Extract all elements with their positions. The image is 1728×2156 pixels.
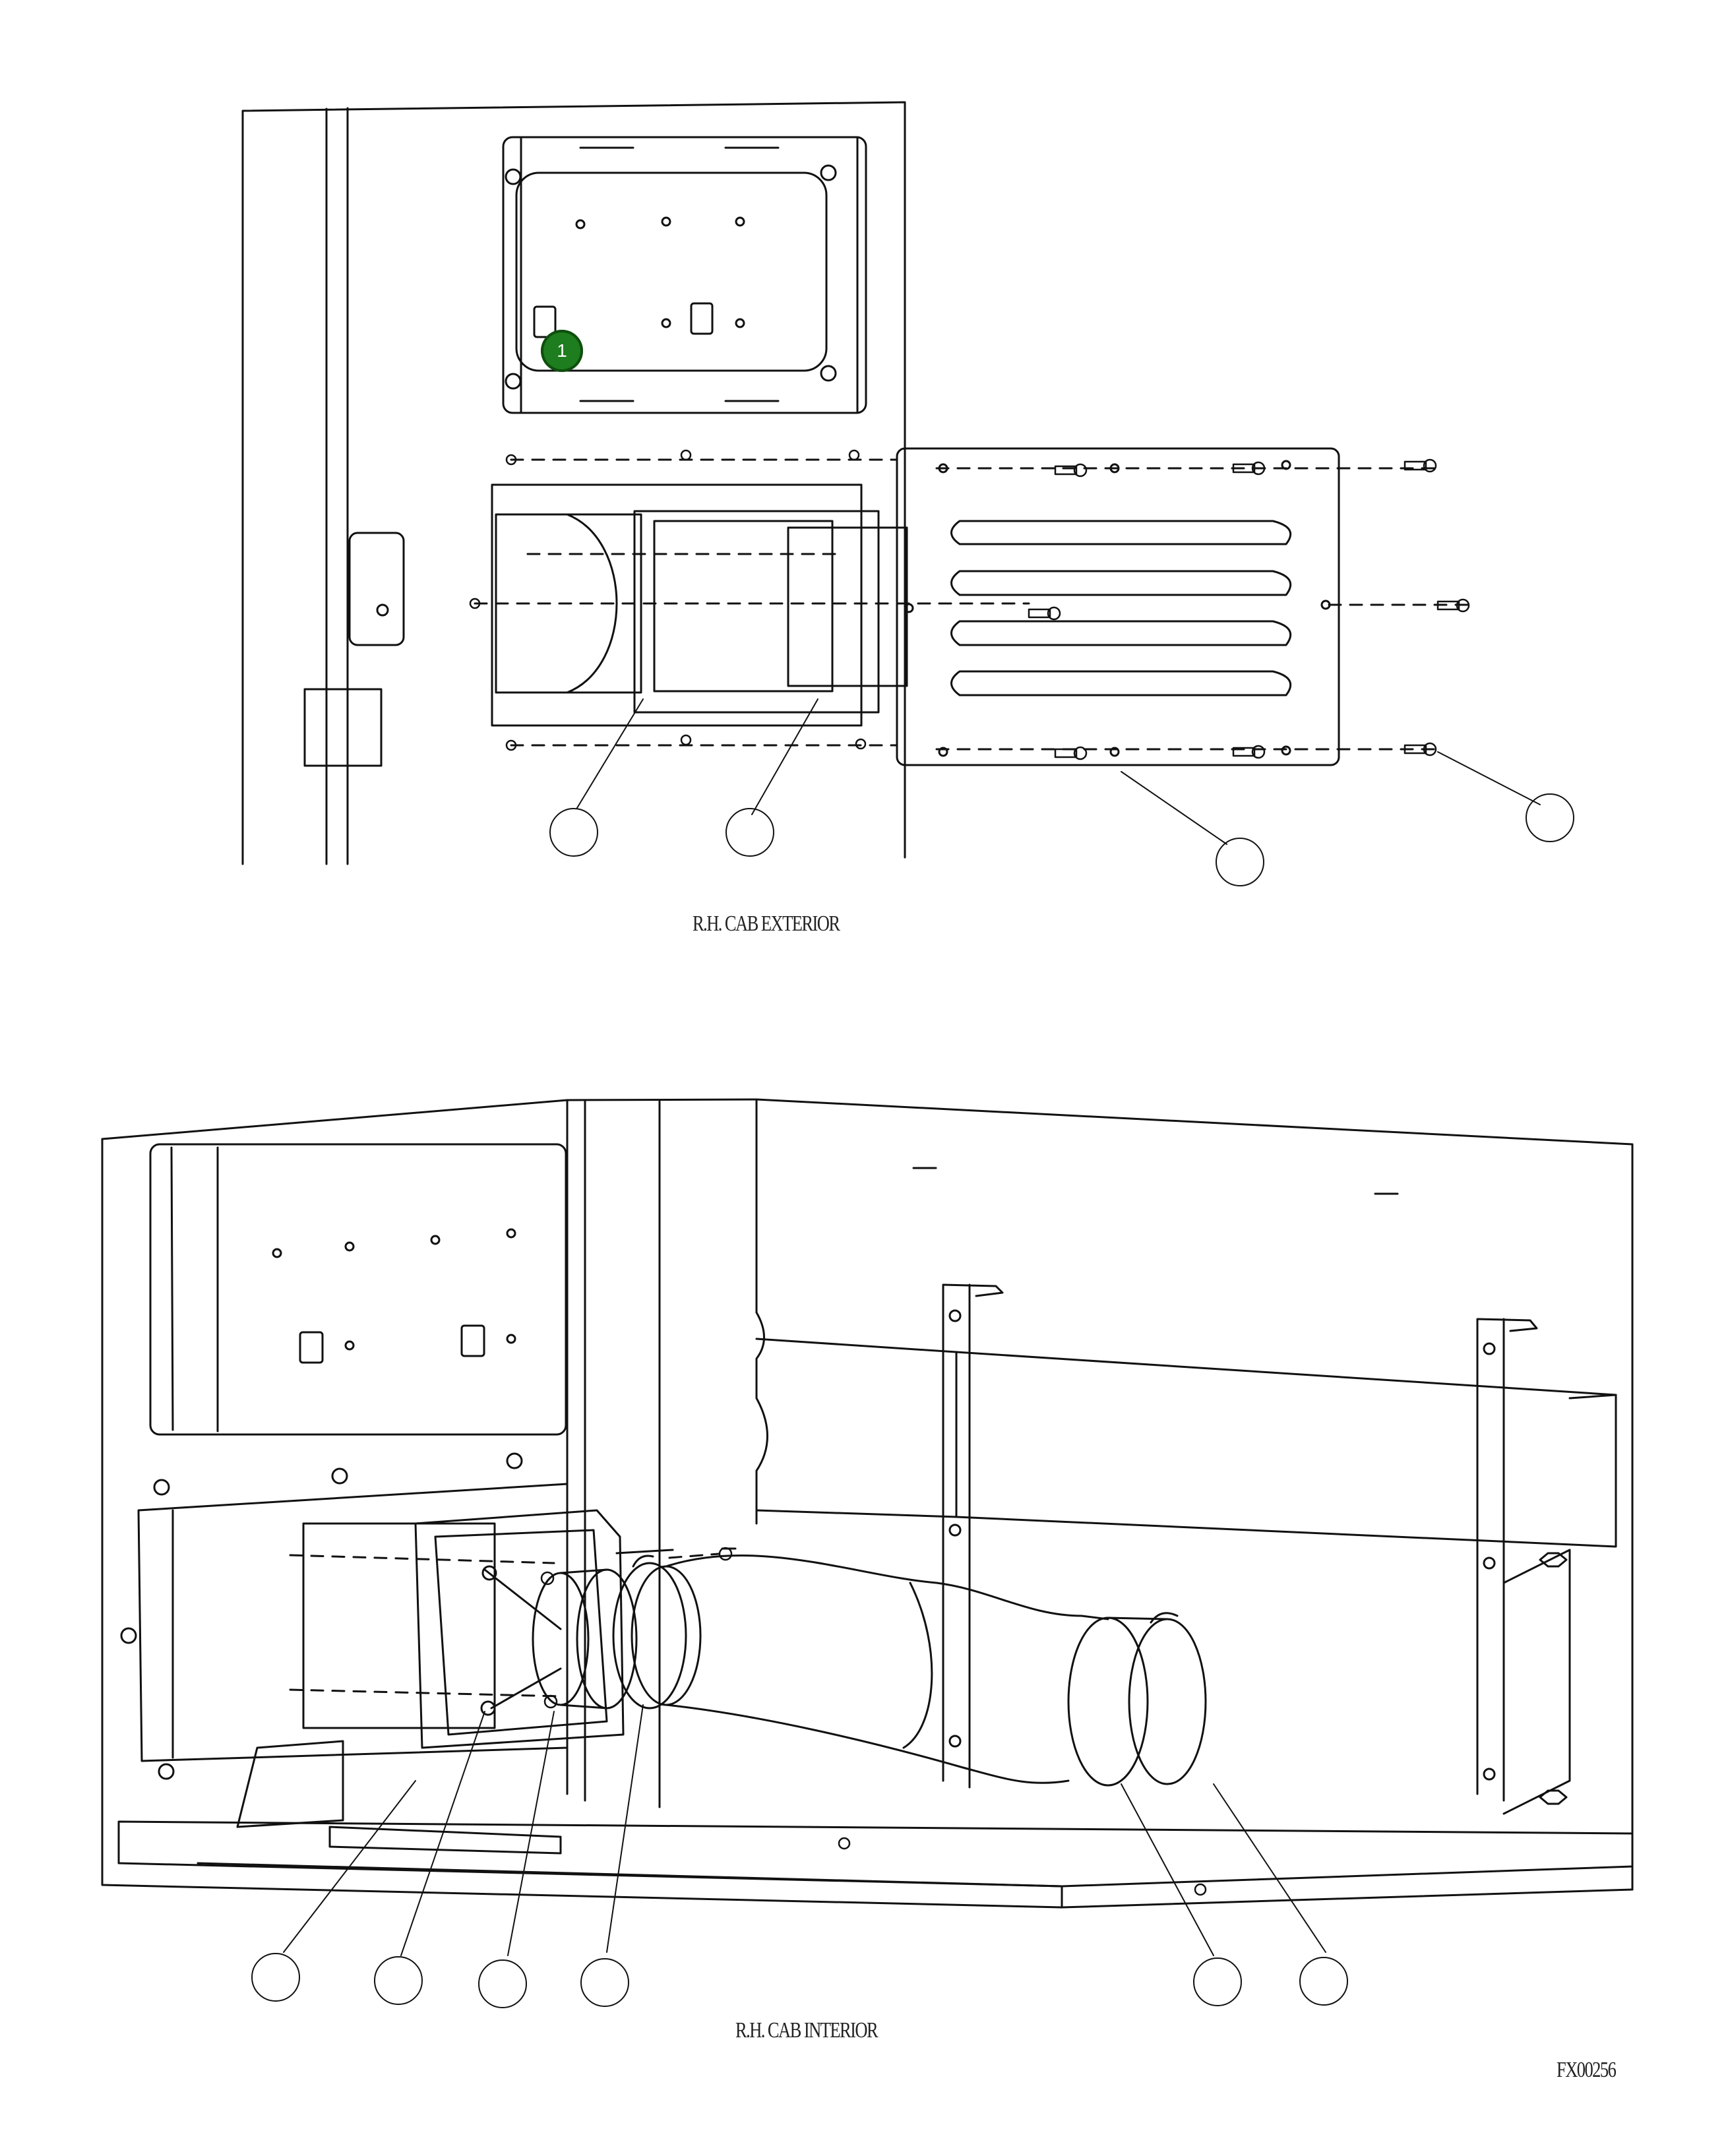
mount-brackets — [942, 1283, 1571, 1815]
callout-circle[interactable] — [478, 1959, 527, 2008]
cab-wall-outline — [241, 101, 906, 865]
door-hinge — [303, 688, 383, 767]
door-latch — [348, 532, 405, 646]
exterior-fastener-lines — [474, 458, 1472, 751]
callout-circle[interactable] — [251, 1953, 300, 2002]
adapter-plate — [414, 1509, 625, 1749]
interior-view — [101, 1098, 1634, 2008]
exterior-duct-box — [491, 483, 908, 727]
part-hotspot-1[interactable]: 1 — [541, 330, 583, 372]
callout-circle[interactable] — [580, 1958, 629, 2007]
callout-circle[interactable] — [1526, 793, 1574, 842]
figure-id: FX00256 — [1557, 2058, 1617, 2082]
interior-duct-housing — [120, 1483, 569, 1780]
callout-circle[interactable] — [1299, 1957, 1348, 2006]
callout-circle[interactable] — [1193, 1957, 1242, 2006]
door-frame — [325, 107, 349, 865]
callout-circle[interactable] — [725, 808, 774, 857]
callout-circle[interactable] — [549, 808, 598, 857]
flex-hose — [532, 1547, 1207, 1787]
interior-filter-housing — [149, 1143, 567, 1496]
louvre-grille — [896, 447, 1340, 766]
lower-bracket — [236, 1740, 562, 1855]
interior-callouts — [251, 1704, 1348, 2008]
caption-interior: R.H. CAB INTERIOR — [735, 2018, 879, 2043]
filter-housing — [502, 136, 867, 414]
callout-circle[interactable] — [374, 1956, 423, 2005]
callout-circle[interactable] — [1216, 838, 1264, 886]
screws — [469, 449, 1470, 760]
exterior-view — [241, 101, 1574, 886]
cab-floor-edge — [101, 1138, 1634, 1909]
caption-exterior: R.H. CAB EXTERIOR — [693, 911, 840, 936]
cab-back-wall — [101, 1098, 1634, 1891]
exterior-callouts — [549, 698, 1574, 886]
interior-fastener-lines — [289, 1553, 720, 1698]
